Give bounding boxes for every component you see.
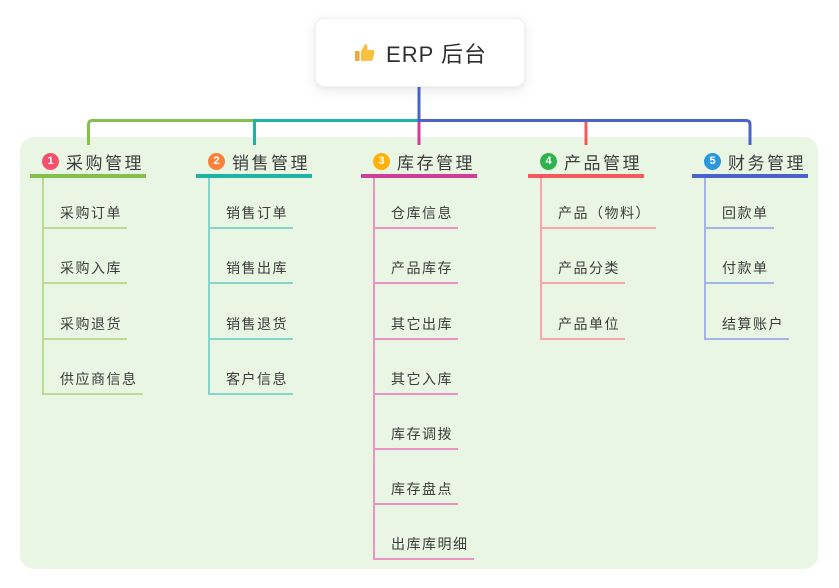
sub-item[interactable]: 出库库明细 [375,505,474,561]
sub-item[interactable]: 库存盘点 [375,450,458,506]
branch-number-badge: 4 [540,152,557,170]
sub-item[interactable]: 付款单 [706,229,774,285]
sub-item[interactable]: 库存调拨 [375,395,458,450]
branch-4-header[interactable]: 4 产品管理 [528,148,644,178]
sub-item[interactable]: 采购退货 [44,284,127,340]
sub-item[interactable]: 销售退货 [210,284,293,340]
branch-label: 产品管理 [564,153,642,173]
sub-item[interactable]: 客户信息 [210,340,293,395]
branch-number-badge: 1 [42,152,59,170]
branch-number-badge: 5 [704,152,721,170]
branch-label: 采购管理 [66,153,144,173]
branch-2: 2 销售管理销售订单销售出库销售退货客户信息 [196,148,312,395]
branch-4-children: 产品（物料）产品分类产品单位 [540,178,656,340]
branch-2-children: 销售订单销售出库销售退货客户信息 [208,178,293,395]
branch-2-header[interactable]: 2 销售管理 [196,148,312,178]
sub-item[interactable]: 产品分类 [542,229,625,285]
sub-item[interactable]: 供应商信息 [44,340,143,395]
branch-5-children: 回款单付款单结算账户 [704,178,789,340]
sub-item[interactable]: 仓库信息 [375,178,458,230]
root-node-title: ERP 后台 [386,41,487,67]
branch-number-badge: 3 [373,152,390,170]
branch-4: 4 产品管理产品（物料）产品分类产品单位 [528,148,656,340]
branch-5-header[interactable]: 5 财务管理 [692,148,808,178]
branch-1: 1 采购管理采购订单采购入库采购退货供应商信息 [30,148,146,395]
branch-3-children: 仓库信息产品库存其它出库其它入库库存调拨库存盘点出库库明细 [373,178,474,561]
sub-item[interactable]: 采购入库 [44,229,127,285]
sub-item[interactable]: 产品库存 [375,229,458,285]
branch-1-children: 采购订单采购入库采购退货供应商信息 [42,178,143,395]
sub-item[interactable]: 结算账户 [706,284,789,340]
sub-item[interactable]: 销售订单 [210,178,293,230]
root-node[interactable]: ERP 后台 [315,18,525,87]
branch-5: 5 财务管理回款单付款单结算账户 [692,148,808,340]
thumbs-up-icon [355,43,375,61]
sub-item[interactable]: 其它入库 [375,340,458,395]
sub-item[interactable]: 其它出库 [375,284,458,340]
branch-3-header[interactable]: 3 库存管理 [361,148,477,178]
branch-label: 销售管理 [232,153,310,173]
sub-item[interactable]: 产品单位 [542,284,625,340]
branch-label: 财务管理 [728,153,806,173]
branch-label: 库存管理 [397,153,475,173]
sub-item[interactable]: 产品（物料） [542,178,656,230]
branch-1-header[interactable]: 1 采购管理 [30,148,146,178]
branches-background-panel [20,137,818,569]
branch-number-badge: 2 [208,152,225,170]
branch-3: 3 库存管理仓库信息产品库存其它出库其它入库库存调拨库存盘点出库库明细 [361,148,477,561]
sub-item[interactable]: 回款单 [706,178,774,230]
sub-item[interactable]: 销售出库 [210,229,293,285]
sub-item[interactable]: 采购订单 [44,178,127,230]
